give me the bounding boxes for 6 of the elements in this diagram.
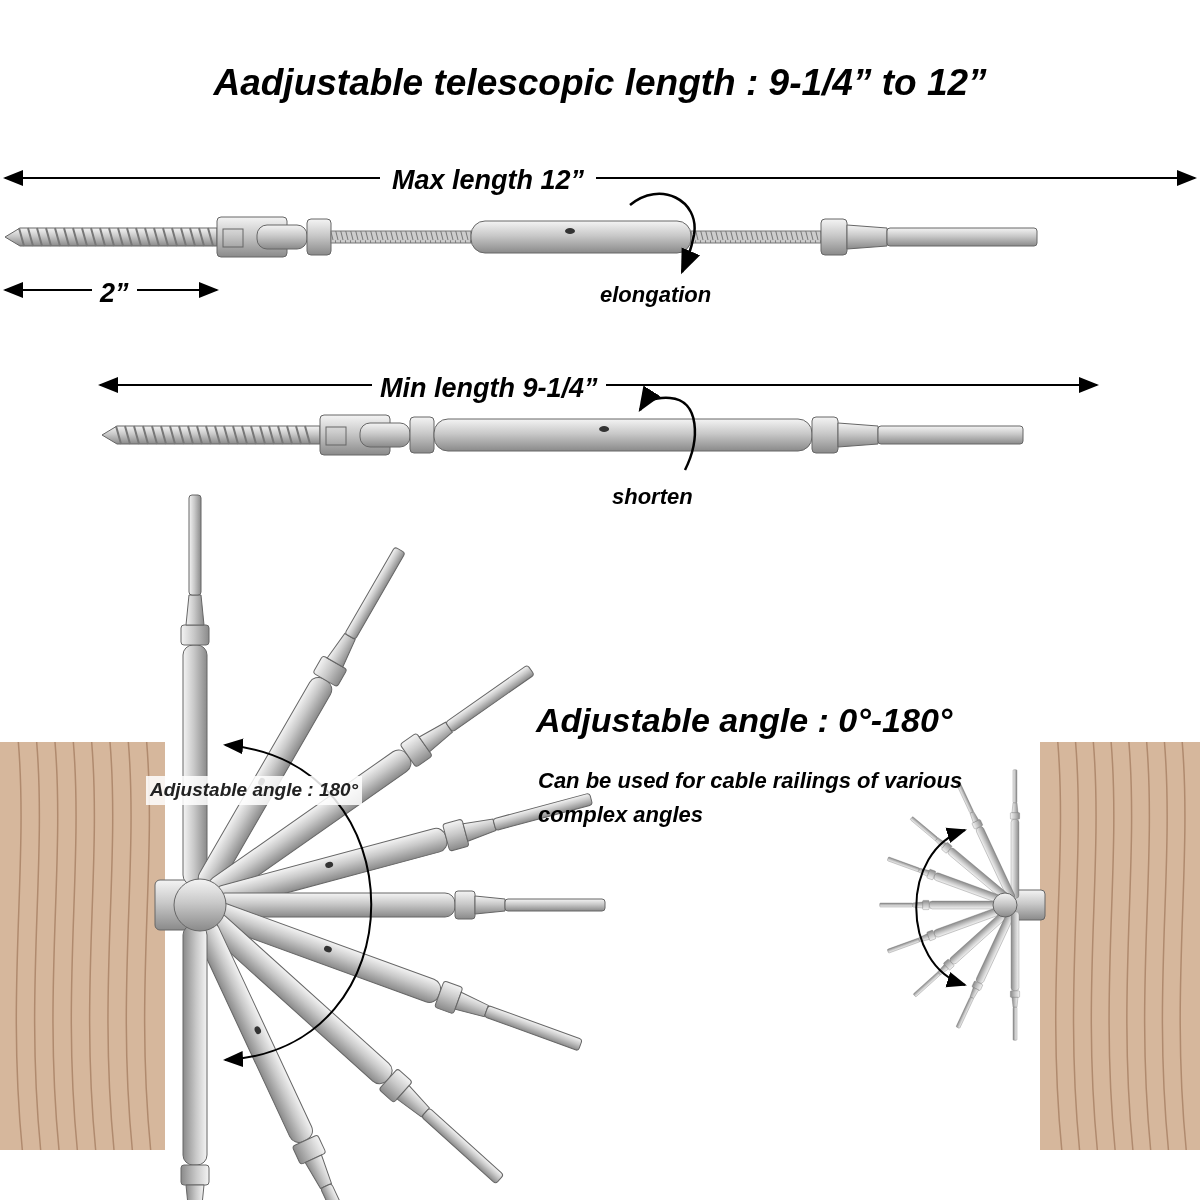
caption: shorten [612,483,693,511]
heading: Adjustable angle : 0°-180° [536,700,953,741]
title: Aadjustable telescopic length : 9-1/4” to 12” [212,61,988,105]
description: Can be used for cable railings of various complex angles [538,767,964,829]
caption: Adjustable angle : 180° [146,776,363,805]
caption: elongation [600,281,712,309]
